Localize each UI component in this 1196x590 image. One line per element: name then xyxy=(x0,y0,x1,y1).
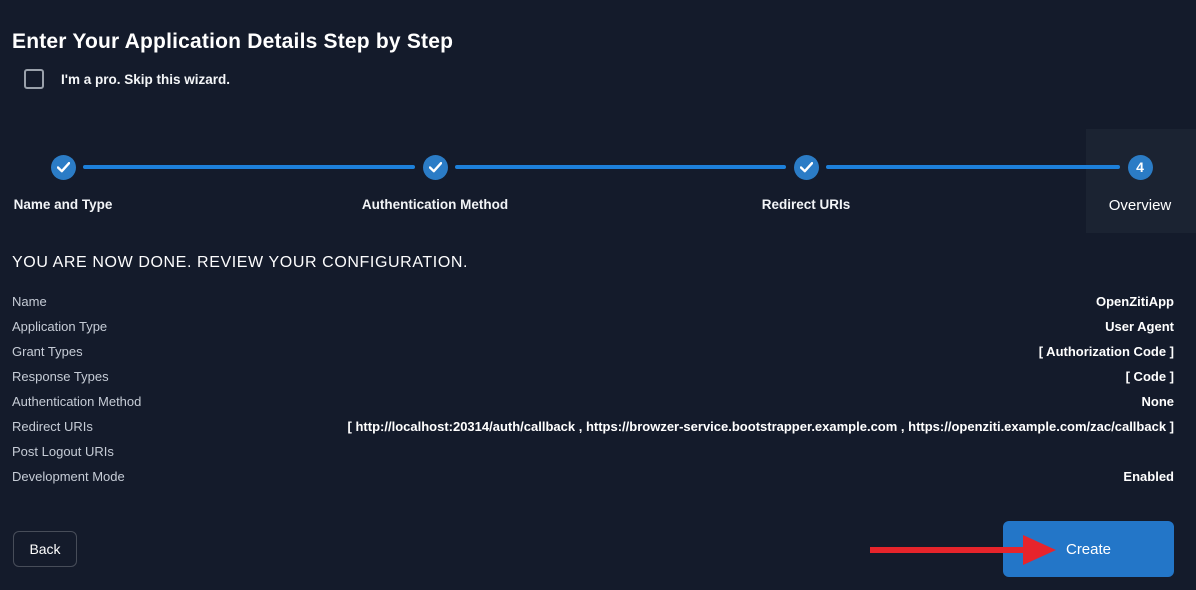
review-row-label: Application Type xyxy=(12,319,108,334)
step-label-redirect-uris: Redirect URIs xyxy=(761,197,851,212)
review-row-value: OpenZitiApp xyxy=(1096,294,1174,309)
review-row-grant-types: Grant Types [ Authorization Code ] xyxy=(12,339,1174,364)
review-row-label: Redirect URIs xyxy=(12,419,93,434)
review-row-value: [ Code ] xyxy=(1125,369,1174,384)
create-button[interactable]: Create xyxy=(1003,521,1174,577)
page-title: Enter Your Application Details Step by S… xyxy=(12,30,454,54)
review-heading: YOU ARE NOW DONE. REVIEW YOUR CONFIGURAT… xyxy=(12,254,469,271)
check-icon xyxy=(56,161,70,172)
step-2-indicator xyxy=(422,154,448,180)
review-row-label: Authentication Method xyxy=(12,394,142,409)
step-label-name-and-type: Name and Type xyxy=(13,197,113,212)
review-row-redirect-uris: Redirect URIs [ http://localhost:20314/a… xyxy=(12,414,1174,439)
back-button[interactable]: Back xyxy=(13,531,77,567)
review-row-label: Response Types xyxy=(12,369,109,384)
stepper-line-1 xyxy=(83,165,415,169)
review-row-label: Grant Types xyxy=(12,344,83,359)
step-label-authentication-method: Authentication Method xyxy=(361,197,509,212)
check-icon xyxy=(428,161,442,172)
stepper-line-3 xyxy=(826,165,1120,169)
review-section: YOU ARE NOW DONE. REVIEW YOUR CONFIGURAT… xyxy=(12,254,1174,489)
review-row-response-types: Response Types [ Code ] xyxy=(12,364,1174,389)
review-row-label: Name xyxy=(12,294,47,309)
review-row-development-mode: Development Mode Enabled xyxy=(12,464,1174,489)
review-row-name: Name OpenZitiApp xyxy=(12,289,1174,314)
step-4-indicator: 4 xyxy=(1127,154,1153,180)
review-row-value: [ http://localhost:20314/auth/callback ,… xyxy=(347,419,1174,434)
review-row-value: None xyxy=(1141,394,1175,409)
review-row-authentication-method: Authentication Method None xyxy=(12,389,1174,414)
review-row-value: [ Authorization Code ] xyxy=(1038,344,1174,359)
review-row-label: Development Mode xyxy=(12,469,125,484)
step-1-indicator xyxy=(50,154,76,180)
stepper-line-2 xyxy=(455,165,786,169)
step-number: 4 xyxy=(1136,159,1144,175)
step-label-overview: Overview xyxy=(1108,197,1172,214)
check-icon xyxy=(799,161,813,172)
active-step-highlight xyxy=(1086,129,1196,233)
review-row-application-type: Application Type User Agent xyxy=(12,314,1174,339)
skip-wizard-label[interactable]: I'm a pro. Skip this wizard. xyxy=(61,71,230,87)
review-row-post-logout-uris: Post Logout URIs xyxy=(12,439,1174,464)
review-row-value: User Agent xyxy=(1105,319,1174,334)
review-row-value: Enabled xyxy=(1123,469,1174,484)
review-row-label: Post Logout URIs xyxy=(12,444,114,459)
step-3-indicator xyxy=(793,154,819,180)
skip-wizard-row: I'm a pro. Skip this wizard. xyxy=(24,68,230,90)
skip-wizard-checkbox[interactable] xyxy=(24,69,44,89)
